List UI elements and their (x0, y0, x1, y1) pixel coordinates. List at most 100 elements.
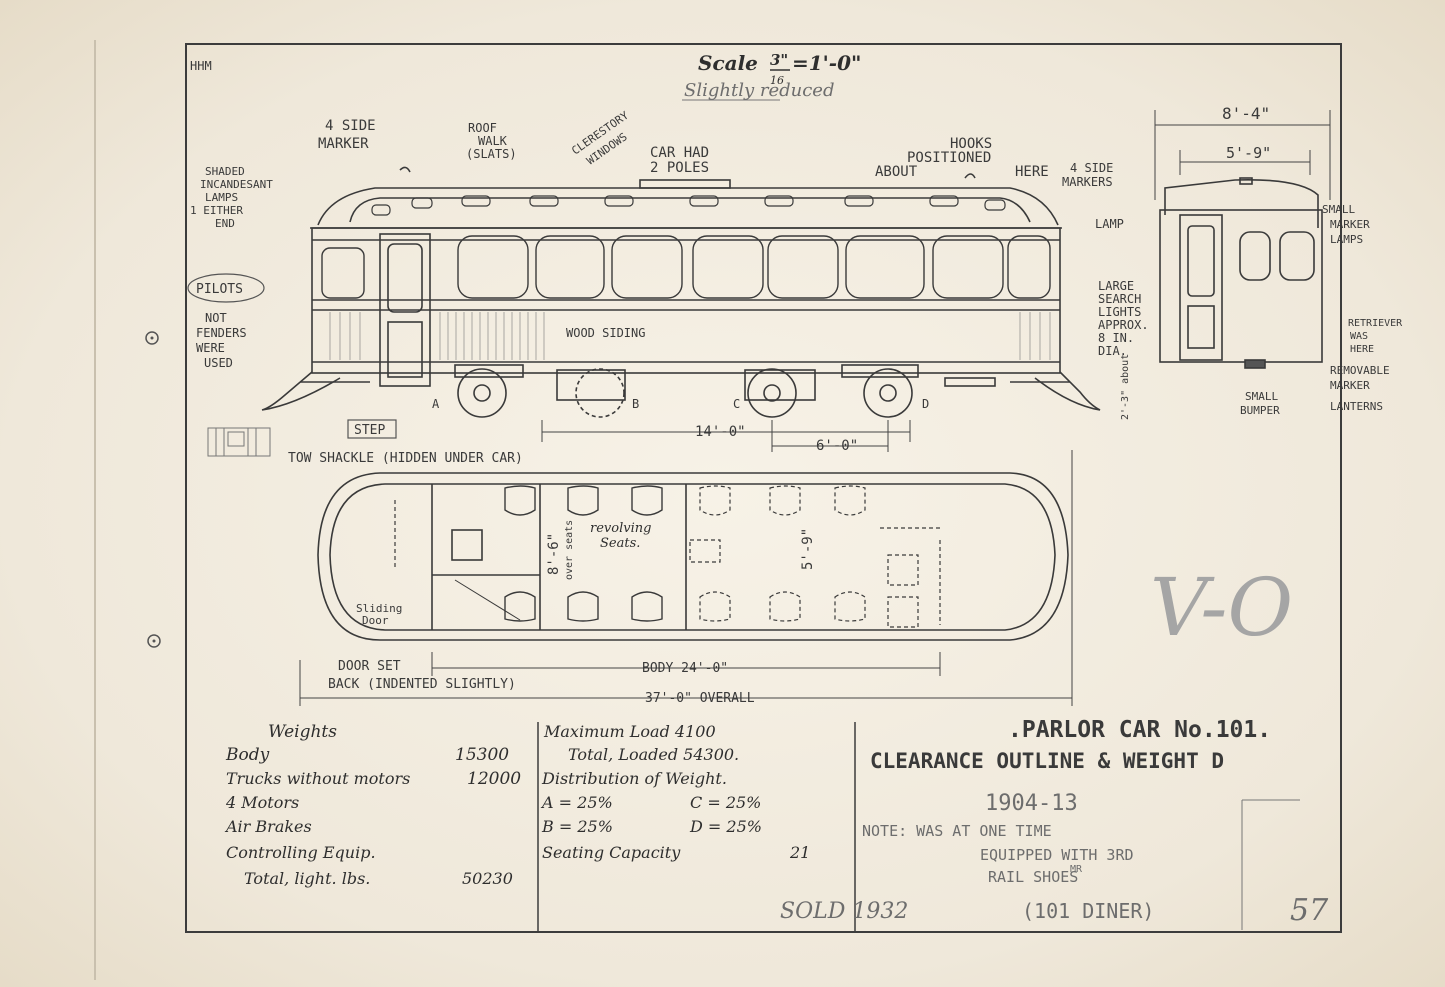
svg-text:12000: 12000 (467, 769, 521, 789)
svg-text:CAR HAD: CAR HAD (650, 145, 709, 161)
svg-text:LAMPS: LAMPS (1330, 233, 1363, 246)
svg-text:B: B (632, 397, 639, 411)
svg-text:3": 3" (770, 51, 788, 69)
svg-text:STEP: STEP (354, 423, 385, 438)
drawing-border (185, 43, 1342, 933)
svg-text:SEARCH: SEARCH (1098, 292, 1141, 306)
side-elevation (261, 166, 1101, 418)
svg-text:21: 21 (789, 843, 810, 862)
svg-text:B = 25%: B = 25% (541, 817, 613, 836)
svg-text:BACK (INDENTED SLIGHTLY): BACK (INDENTED SLIGHTLY) (328, 677, 516, 692)
svg-text:8 IN.: 8 IN. (1098, 331, 1134, 345)
svg-text:RAIL SHOES: RAIL SHOES (988, 868, 1078, 886)
svg-text:Air Brakes: Air Brakes (224, 817, 312, 836)
svg-text:USED: USED (204, 356, 233, 370)
svg-text:FENDERS: FENDERS (196, 326, 247, 340)
svg-text:HERE: HERE (1350, 344, 1374, 355)
tow-shackle-sketch (207, 427, 271, 457)
end-elevation (1159, 177, 1323, 369)
dimension-14ft: 14'-0" (695, 424, 746, 440)
end-labels: 8'-4" 5'-9" SMALL MARKER LAMPS RETRIEVER… (1222, 104, 1403, 417)
svg-text:HOOKS: HOOKS (950, 136, 992, 152)
dimension-overall: 37'-0" OVERALL (645, 691, 755, 706)
svg-text:Body: Body (225, 745, 270, 765)
svg-text:MARKER: MARKER (1330, 218, 1370, 231)
svg-text:=1'-0": =1'-0" (792, 51, 861, 75)
svg-text:over seats: over seats (564, 520, 575, 580)
scale-note: Scale 3" 16 =1'-0" Slightly reduced (682, 51, 861, 101)
floor-plan (317, 472, 1069, 641)
svg-text:Seating Capacity: Seating Capacity (542, 843, 681, 862)
svg-text:C = 25%: C = 25% (690, 793, 761, 812)
svg-text:BUMPER: BUMPER (1240, 404, 1280, 417)
svg-text:Door: Door (362, 614, 389, 627)
svg-text:ROOF: ROOF (468, 121, 497, 135)
svg-text:4 SIDE: 4 SIDE (325, 118, 376, 134)
svg-text:MARKER: MARKER (318, 136, 369, 152)
svg-text:Maximum Load 4100: Maximum Load 4100 (543, 722, 716, 741)
svg-text:Sliding: Sliding (356, 602, 402, 615)
svg-text:NOT: NOT (205, 311, 227, 325)
svg-text:5'-9": 5'-9" (800, 528, 816, 570)
svg-text:Scale: Scale (698, 51, 758, 75)
weights-table: Weights Body 15300 Trucks without motors… (224, 722, 521, 888)
svg-text:D = 25%: D = 25% (689, 817, 762, 836)
svg-text:(101 DINER): (101 DINER) (1022, 899, 1154, 923)
svg-text:(SLATS): (SLATS) (466, 147, 517, 161)
svg-text:HERE: HERE (1015, 164, 1049, 180)
svg-text:D: D (922, 397, 929, 411)
svg-text:MR: MR (1070, 864, 1083, 875)
svg-text:A: A (432, 397, 440, 411)
svg-text:Seats.: Seats. (600, 536, 640, 551)
svg-text:TOW SHACKLE (HIDDEN UNDER CAR): TOW SHACKLE (HIDDEN UNDER CAR) (288, 451, 523, 466)
loads-table: Maximum Load 4100 Total, Loaded 54300. D… (540, 722, 810, 862)
svg-text:DOOR SET: DOOR SET (338, 659, 401, 674)
punch-hole (145, 331, 159, 345)
svg-text:SHADED: SHADED (205, 165, 245, 178)
svg-text:POSITIONED: POSITIONED (907, 150, 991, 166)
svg-text:Distribution of Weight.: Distribution of Weight. (541, 769, 727, 788)
svg-text:revolving: revolving (590, 521, 651, 536)
side-labels: 4 SIDE MARKER ROOF WALK (SLATS) CLERESTO… (187, 109, 1149, 466)
svg-text:Trucks without motors: Trucks without motors (226, 769, 410, 788)
svg-text:ABOUT: ABOUT (875, 164, 918, 180)
plan-dimensions (299, 450, 1073, 706)
svg-text:16: 16 (770, 74, 784, 87)
svg-text:DIA.: DIA. (1098, 344, 1127, 358)
svg-text:WAS: WAS (1350, 331, 1368, 342)
side-dimensions (541, 420, 911, 452)
svg-text:WERE: WERE (196, 341, 225, 355)
plan-labels: revolving Seats. 8'-6" over seats 5'-9" … (328, 520, 816, 692)
svg-text:RETRIEVER: RETRIEVER (1348, 318, 1403, 329)
dimension-body: BODY 24'-0" (642, 661, 728, 676)
svg-text:A = 25%: A = 25% (540, 793, 613, 812)
svg-text:SMALL: SMALL (1245, 390, 1278, 403)
svg-text:MARKERS: MARKERS (1062, 175, 1113, 189)
svg-text:Slightly reduced: Slightly reduced (684, 80, 834, 101)
svg-text:1904-13: 1904-13 (985, 791, 1078, 816)
title-block: .PARLOR CAR No.101. CLEARANCE OUTLINE & … (780, 561, 1329, 930)
corner-mark: HHM (190, 59, 212, 73)
svg-text:SMALL: SMALL (1322, 203, 1355, 216)
svg-text:NOTE: WAS AT ONE TIME: NOTE: WAS AT ONE TIME (862, 822, 1052, 840)
svg-text:Weights: Weights (268, 722, 337, 742)
svg-text:15300: 15300 (455, 745, 509, 765)
svg-text:LAMP: LAMP (1095, 217, 1124, 231)
sold-note: SOLD 1932 (780, 899, 908, 924)
svg-text:4 Motors: 4 Motors (225, 793, 299, 812)
svg-text:1 EITHER: 1 EITHER (190, 204, 243, 217)
svg-text:50230: 50230 (462, 869, 513, 888)
svg-text:REMOVABLE: REMOVABLE (1330, 364, 1390, 377)
dimension-6ft: 6'-0" (816, 438, 858, 454)
svg-text:PILOTS: PILOTS (196, 282, 243, 297)
svg-text:8'-6": 8'-6" (546, 533, 562, 575)
svg-text:C: C (733, 397, 740, 411)
drawing-title: .PARLOR CAR No.101. (1008, 717, 1271, 743)
svg-text:LIGHTS: LIGHTS (1098, 305, 1141, 319)
svg-text:MARKER: MARKER (1330, 379, 1370, 392)
svg-text:5'-9": 5'-9" (1226, 144, 1271, 162)
svg-text:WALK: WALK (478, 134, 508, 148)
svg-text:WOOD SIDING: WOOD SIDING (566, 326, 645, 340)
